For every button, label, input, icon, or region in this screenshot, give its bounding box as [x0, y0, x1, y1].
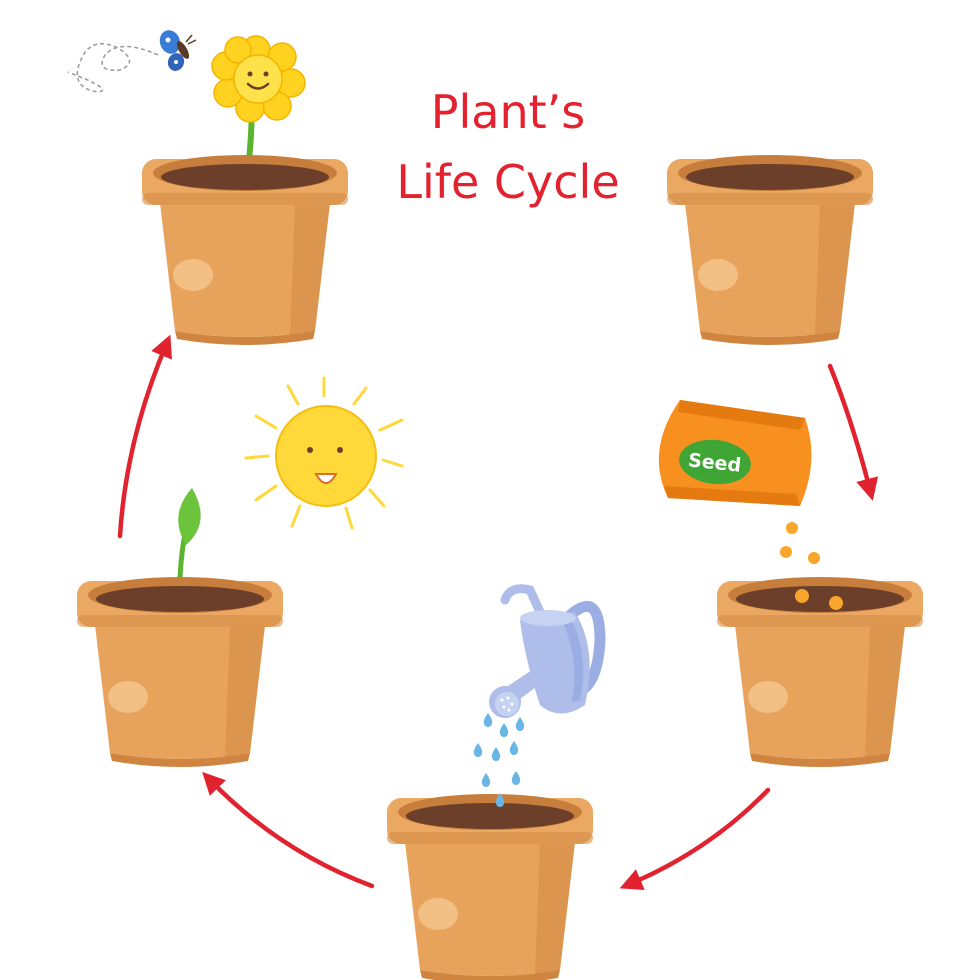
- water-droplets: [473, 713, 525, 807]
- flower-pot-stage: [142, 35, 348, 345]
- butterfly-icon: [67, 30, 197, 93]
- arrow-icon: [619, 787, 771, 890]
- empty-pot-stage: [667, 155, 873, 345]
- watering-can-icon: [473, 584, 606, 807]
- title: Plant’s Life Cycle: [396, 85, 619, 209]
- cycle-arrows: [117, 334, 879, 890]
- watering-pot-stage: [387, 794, 593, 980]
- sprout-pot-stage: [77, 488, 283, 767]
- title-line-2: Life Cycle: [396, 155, 619, 209]
- title-line-1: Plant’s: [431, 85, 586, 139]
- arrow-icon: [117, 334, 173, 539]
- sprout-icon: [178, 488, 201, 545]
- seeded-pot-stage: [717, 522, 923, 767]
- seeds: [780, 522, 843, 610]
- seed-bag-icon: Seed: [658, 400, 812, 506]
- sun-icon: [244, 376, 404, 530]
- flower-icon: [211, 35, 306, 123]
- arrow-icon: [827, 363, 879, 501]
- arrow-icon: [202, 771, 375, 889]
